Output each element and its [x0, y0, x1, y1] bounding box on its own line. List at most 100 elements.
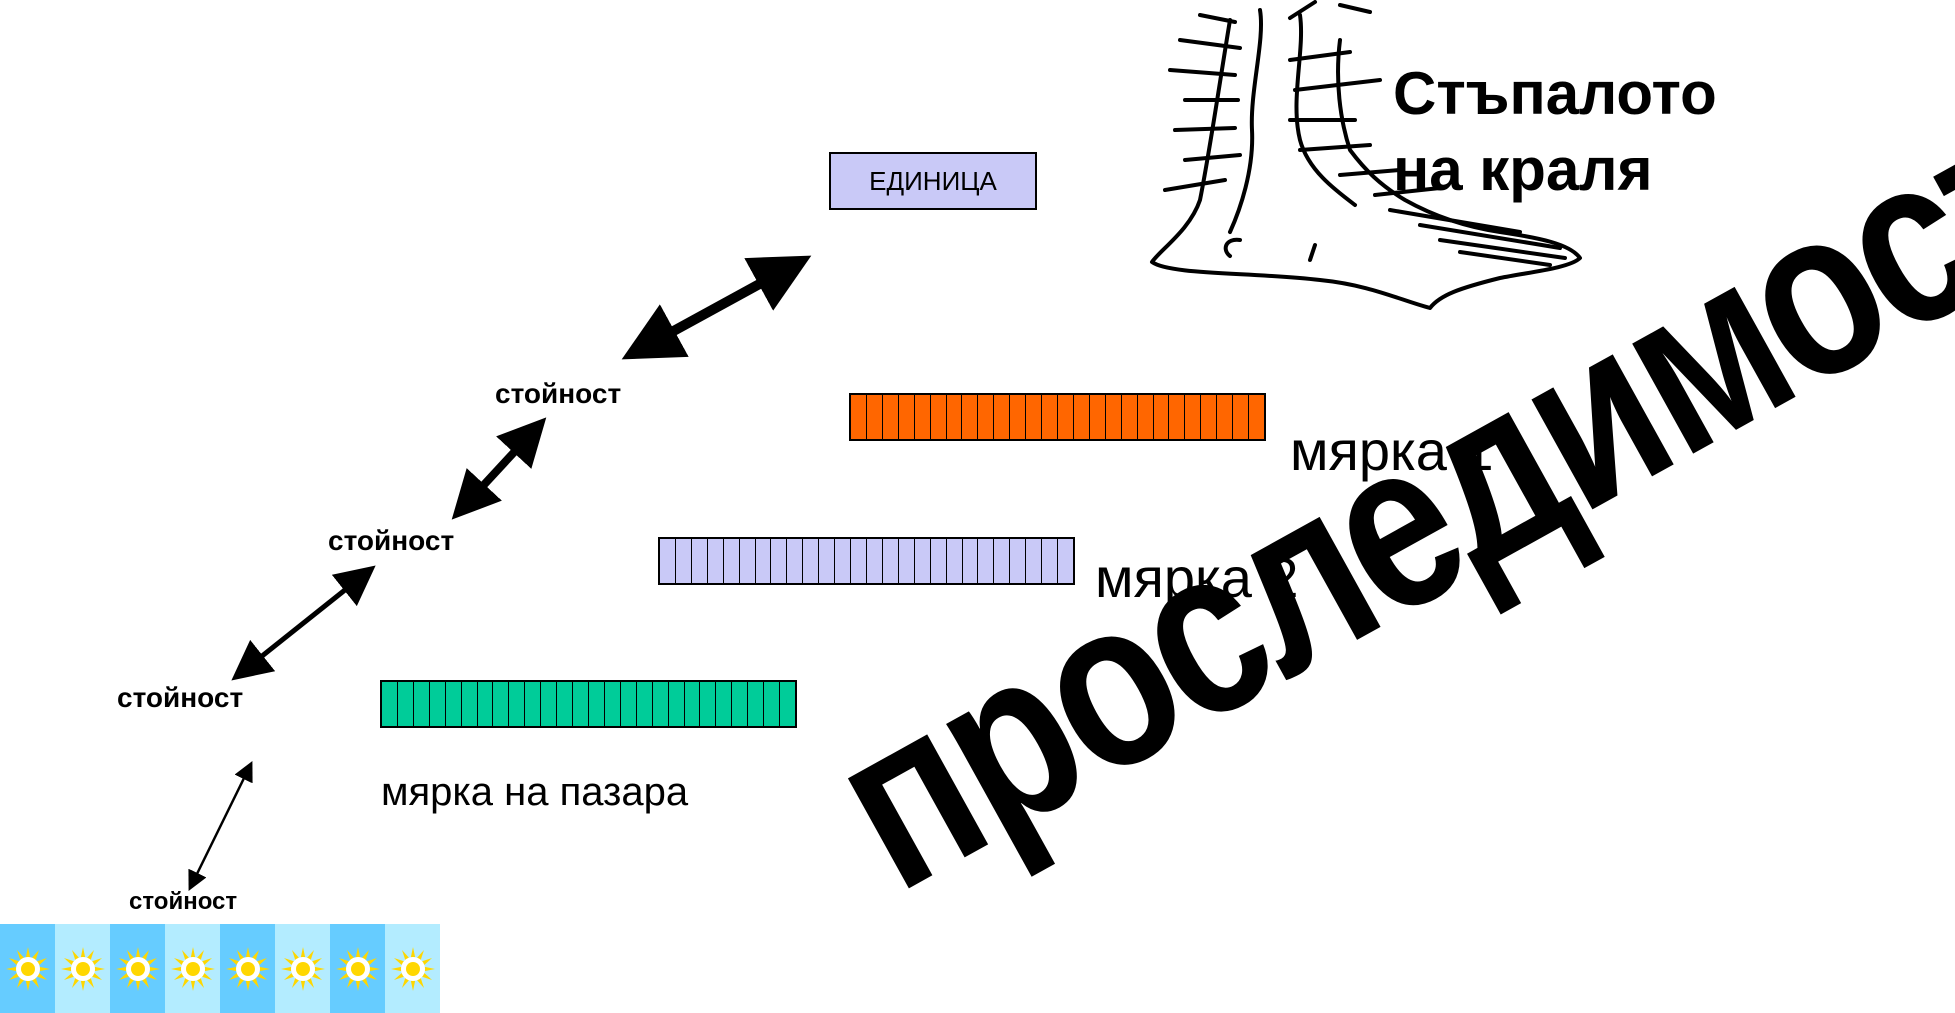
ruler-segment [525, 682, 542, 726]
ruler-segment [621, 682, 637, 726]
sun-tile [220, 924, 275, 1013]
ruler-segment [915, 395, 931, 439]
ruler-segment [787, 539, 804, 583]
ruler-segment [835, 539, 852, 583]
ruler-segment [589, 682, 605, 726]
ruler-segment [819, 539, 836, 583]
foot-icon [1150, 0, 1582, 310]
sun-icon [225, 946, 270, 991]
sun-icon [5, 946, 50, 991]
market-measure-label: мярка на пазара [381, 770, 689, 814]
ruler-segment [851, 539, 867, 583]
ruler-segment [430, 682, 446, 726]
ruler-segment [493, 682, 510, 726]
ruler-segment [1042, 395, 1058, 439]
sun-icon [390, 946, 435, 991]
ruler-segment [637, 682, 653, 726]
ruler-segment [771, 539, 788, 583]
ruler-segment [478, 682, 494, 726]
ruler-segment [978, 395, 995, 439]
ruler-segment [756, 539, 772, 583]
ruler-segment [978, 539, 995, 583]
ruler-segment [1026, 539, 1043, 583]
sun-tile [110, 924, 165, 1013]
ruler-segment [1154, 395, 1170, 439]
ruler-segment [962, 395, 979, 439]
king-foot-title: Стъпалото на краля [1393, 56, 1717, 208]
sun-tile [330, 924, 385, 1013]
ruler-segment [1122, 395, 1138, 439]
ruler-segment [883, 395, 899, 439]
double-arrow-middle [231, 565, 376, 681]
ruler-segment [867, 395, 883, 439]
ruler-segment [660, 539, 676, 583]
ruler-segment [1138, 395, 1154, 439]
double-arrow-upper [451, 417, 547, 520]
unit-label: ЕДИНИЦА [869, 165, 997, 196]
ruler-segment [414, 682, 430, 726]
double-arrow-unit [621, 255, 812, 360]
ruler-segment [724, 539, 740, 583]
ruler-segment [899, 539, 915, 583]
ruler-segment [1090, 395, 1106, 439]
ruler-segment [803, 539, 820, 583]
value-label-upper-middle: стойност [328, 525, 455, 556]
king-foot-title-line2: на краля [1393, 136, 1653, 203]
ruler-segment [1106, 395, 1122, 439]
sun-tile [385, 924, 440, 1013]
ruler-segment [1074, 395, 1090, 439]
value-label-lower-middle: стойност [117, 682, 244, 713]
value-label-top: стойност [495, 378, 622, 409]
ruler-segment [1201, 395, 1218, 439]
ruler-segment [947, 395, 963, 439]
sun-icon [170, 946, 215, 991]
sun-icon [335, 946, 380, 991]
ruler-segment [1185, 395, 1202, 439]
unit-box: ЕДИНИЦА [829, 152, 1037, 210]
ruler-segment [509, 682, 526, 726]
ruler-segment [446, 682, 462, 726]
sun-strip [0, 924, 440, 1013]
ruler-segment [867, 539, 883, 583]
sun-tile [55, 924, 110, 1013]
sun-icon [280, 946, 325, 991]
ruler-segment [899, 395, 915, 439]
ruler-segment [1233, 395, 1250, 439]
ruler-segment [1026, 395, 1043, 439]
ruler-segment [1217, 395, 1234, 439]
ruler-segment [685, 682, 701, 726]
ruler-segment [398, 682, 414, 726]
ruler-segment [1010, 395, 1027, 439]
ruler-segment [764, 682, 781, 726]
ruler-segment [1058, 395, 1074, 439]
ruler-segment [692, 539, 708, 583]
ruler-segment [382, 682, 398, 726]
ruler-segment [883, 539, 899, 583]
ruler-segment [994, 539, 1011, 583]
sun-tile [165, 924, 220, 1013]
ruler-segment [1042, 539, 1059, 583]
ruler-segment [963, 539, 979, 583]
sun-icon [60, 946, 105, 991]
ruler-segment [931, 395, 947, 439]
ruler-segment [669, 682, 685, 726]
ruler-segment [740, 539, 756, 583]
ruler-segment [605, 682, 621, 726]
ruler-segment [748, 682, 765, 726]
market-measure-ruler [380, 680, 797, 728]
ruler-segment [1169, 395, 1186, 439]
ruler-segment [573, 682, 589, 726]
measure-2-ruler [658, 537, 1075, 585]
sun-tile [275, 924, 330, 1013]
double-arrow-bottom [188, 761, 253, 891]
ruler-segment [462, 682, 478, 726]
ruler-segment [732, 682, 749, 726]
value-label-bottom: стойност [129, 888, 238, 915]
ruler-segment [557, 682, 574, 726]
ruler-segment [700, 682, 717, 726]
ruler-segment [708, 539, 724, 583]
measure-2-label: мярка 2 [1095, 546, 1299, 609]
ruler-segment [994, 395, 1011, 439]
measure-1-label: мярка 1 [1290, 419, 1494, 482]
